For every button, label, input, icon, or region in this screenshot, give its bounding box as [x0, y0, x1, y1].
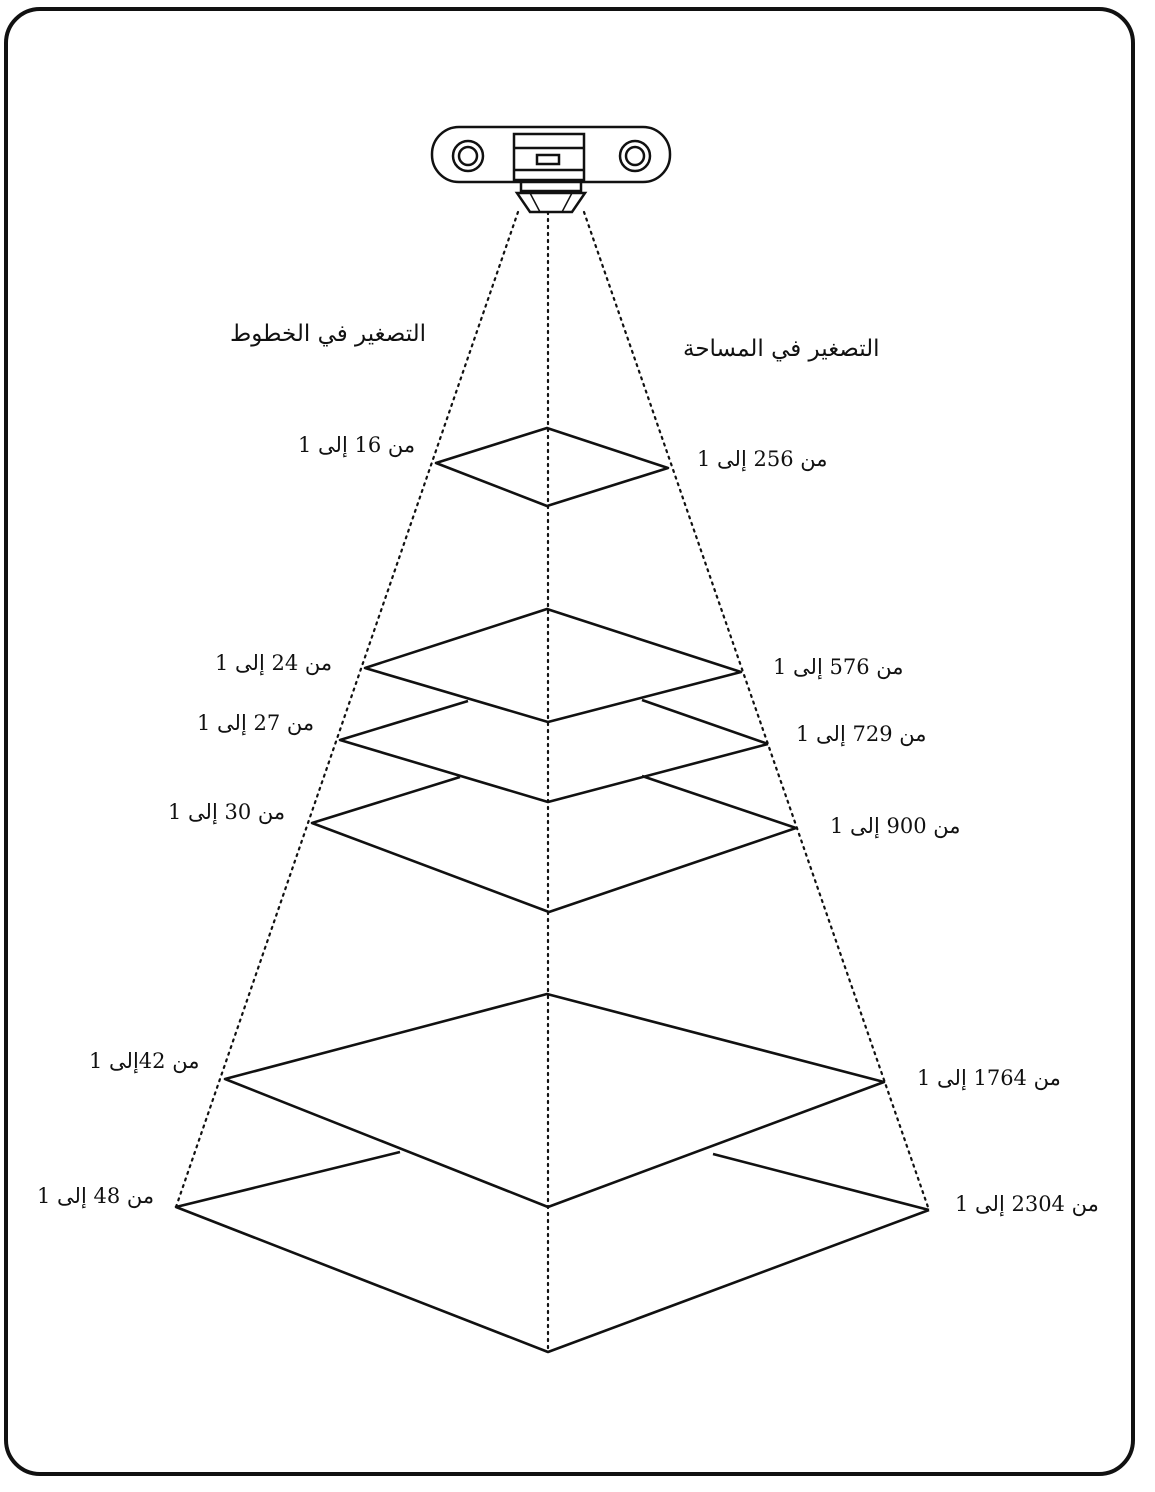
area-label-5: من 1764 إلى 1	[917, 1066, 1061, 1090]
header-area-reduction: التصغير في المساحة	[683, 336, 880, 362]
linear-label-2: من 24 إلى 1	[215, 651, 333, 675]
linear-label-1: من 16 إلى 1	[298, 433, 416, 457]
linear-label-6: من 48 إلى 1	[37, 1184, 155, 1208]
linear-label-3: من 27 إلى 1	[197, 711, 315, 735]
area-label-3: من 729 إلى 1	[796, 722, 927, 746]
linear-label-4: من 30 إلى 1	[168, 800, 286, 824]
diagram-frame	[4, 7, 1135, 1476]
plane-6-back-right-edge	[712, 1152, 930, 1212]
area-label-6: من 2304 إلى 1	[955, 1192, 1099, 1216]
plane-4-edges	[310, 775, 797, 914]
area-label-4: من 900 إلى 1	[830, 814, 961, 838]
area-label-1: من 256 إلى 1	[697, 447, 828, 471]
header-line-reduction: التصغير في الخطوط	[230, 321, 427, 347]
plane-5	[223, 992, 886, 1209]
plane-6-edges	[174, 1150, 930, 1354]
plane-4-back-right-edge	[641, 774, 797, 830]
linear-label-5: من 42إلى 1	[89, 1049, 200, 1073]
left-ray	[174, 210, 520, 1209]
projection-rays	[174, 210, 931, 1354]
projection-planes	[174, 426, 930, 1354]
plane-2	[363, 607, 743, 724]
right-ray	[582, 210, 931, 1212]
projector-icon	[430, 125, 672, 214]
plane-3-edges	[338, 699, 769, 804]
plane-1	[434, 426, 670, 508]
area-label-2: من 576 إلى 1	[773, 655, 904, 679]
plane-3-back-right-edge	[641, 698, 769, 746]
